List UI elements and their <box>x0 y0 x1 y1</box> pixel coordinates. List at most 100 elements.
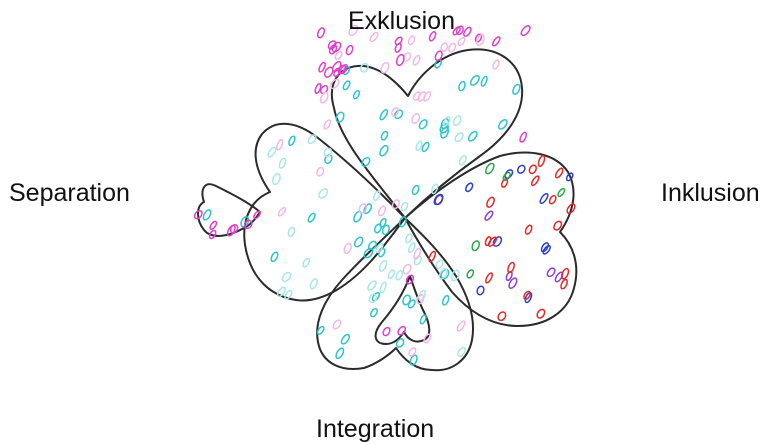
dot-separated <box>209 220 218 230</box>
dot-exklusion-outside <box>440 42 449 52</box>
dot-exklusion <box>394 109 404 120</box>
dot-exklusion <box>352 90 361 100</box>
dot-integration <box>398 216 407 228</box>
dot-exklusion <box>379 109 389 121</box>
dot-separation <box>373 190 381 202</box>
dot-inklusion <box>502 171 511 181</box>
dot-exklusion <box>469 74 480 86</box>
dot-separation <box>276 286 286 298</box>
dot-inklusion <box>484 210 494 221</box>
dot-exklusion-outside <box>334 50 343 61</box>
dot-integration <box>408 242 416 254</box>
dot-separated <box>193 209 203 220</box>
dot-separation <box>302 257 311 268</box>
dot-separation <box>277 206 287 217</box>
dot-field <box>193 24 576 366</box>
heart-leaf-separation <box>243 122 406 302</box>
dot-exklusion <box>342 80 351 91</box>
dot-exklusion <box>480 75 488 87</box>
dot-inklusion <box>528 164 537 175</box>
dot-separation <box>353 236 364 248</box>
dot-integrated-group <box>382 326 391 337</box>
dot-separation <box>307 134 317 145</box>
dot-integration <box>456 320 466 332</box>
dot-inklusion <box>465 182 474 193</box>
dot-exklusion-outside <box>491 36 501 47</box>
dot-integrated-group <box>402 294 411 306</box>
dot-separation <box>309 278 319 290</box>
dot-integration <box>408 347 417 357</box>
heart-leaf-integration <box>316 217 474 372</box>
dot-exklusion <box>458 80 466 92</box>
dot-exklusion-outside <box>327 40 337 50</box>
dot-inklusion <box>523 290 532 300</box>
dot-exklusion-outside <box>394 42 402 53</box>
dot-integration <box>332 319 342 330</box>
dot-exklusion <box>452 115 462 127</box>
dot-separation <box>276 138 284 151</box>
dot-exklusion-outside <box>316 27 326 39</box>
dot-inklusion <box>433 193 444 206</box>
dot-separation <box>353 210 363 223</box>
dot-integration <box>363 247 374 259</box>
dot-inklusion <box>536 308 546 319</box>
dot-integration <box>450 269 460 282</box>
dot-exklusion-outside <box>319 91 329 104</box>
dot-separated <box>243 219 253 230</box>
dot-exklusion-outside <box>412 54 421 66</box>
dot-inklusion <box>560 278 568 290</box>
dot-integrated-group <box>405 274 415 285</box>
dot-exklusion-outside <box>434 50 443 62</box>
dot-integration <box>335 347 345 360</box>
dot-separated <box>226 224 236 237</box>
dot-exklusion <box>361 156 371 167</box>
dot-exklusion <box>400 201 409 212</box>
dot-inklusion <box>492 236 503 247</box>
dot-exklusion <box>391 199 401 210</box>
dot-exklusion-outside <box>519 131 528 143</box>
dot-inklusion <box>537 154 546 168</box>
heart-leaf-inklusion <box>404 151 578 327</box>
small-heart-separation <box>197 183 261 237</box>
dot-exklusion <box>458 155 467 166</box>
dot-inklusion <box>554 167 564 179</box>
dot-integration <box>395 270 404 281</box>
dot-inklusion <box>540 242 550 253</box>
dot-separation <box>278 157 287 169</box>
dot-exklusion-outside <box>323 66 334 78</box>
dot-inklusion <box>508 277 518 289</box>
dot-integration <box>371 292 381 302</box>
dot-inklusion <box>565 172 574 182</box>
dot-integration <box>416 293 425 305</box>
dot-exklusion-outside <box>452 26 461 36</box>
dot-exklusion-outside <box>369 31 379 43</box>
dot-integration <box>387 269 396 280</box>
dot-integration <box>409 354 418 366</box>
dot-exklusion <box>512 83 521 95</box>
dot-exklusion <box>442 116 451 127</box>
dot-inklusion <box>466 269 475 279</box>
dot-separation <box>379 217 387 228</box>
dot-inklusion <box>485 162 495 175</box>
dot-exklusion-outside <box>457 36 466 46</box>
heart-leaf-exklusion <box>331 48 524 219</box>
dot-exklusion-outside <box>428 31 437 42</box>
dot-inklusion <box>497 311 507 322</box>
dot-inklusion <box>560 267 570 280</box>
dot-separation <box>378 205 386 217</box>
dot-inklusion <box>553 220 563 231</box>
dot-separation <box>288 135 296 146</box>
dot-exklusion <box>440 126 450 139</box>
dot-exklusion-outside <box>407 35 416 46</box>
dot-inklusion <box>501 178 509 188</box>
dot-inklusion <box>548 194 557 205</box>
dot-separation <box>307 212 316 223</box>
dot-separation <box>343 242 352 255</box>
dot-inklusion <box>539 192 549 205</box>
dot-integration <box>395 338 405 348</box>
dot-exklusion <box>497 119 508 130</box>
label-separation: Separation <box>9 179 130 207</box>
dot-exklusion <box>335 111 345 123</box>
dot-inklusion <box>476 285 485 296</box>
